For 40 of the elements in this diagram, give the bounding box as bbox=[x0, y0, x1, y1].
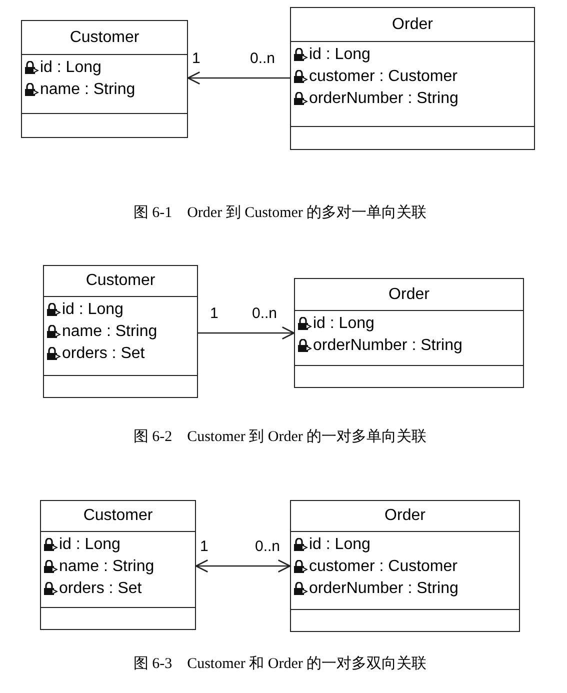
attribute-text: orderNumber : String bbox=[309, 580, 458, 598]
multiplicity-label: 0..n bbox=[255, 538, 280, 555]
class-box bbox=[21, 20, 188, 138]
figure-caption: 图 6-2 Customer 到 Order 的一对多单向关联 bbox=[133, 428, 427, 446]
attribute-text: orderNumber : String bbox=[313, 337, 462, 355]
attribute-text: id : Long bbox=[309, 536, 370, 554]
attribute-text: orders : Set bbox=[62, 345, 145, 363]
class-box bbox=[40, 500, 196, 630]
class-name: Order bbox=[384, 507, 426, 525]
attribute-text: name : String bbox=[59, 558, 154, 576]
attribute-text: id : Long bbox=[313, 315, 374, 333]
class-name: Customer bbox=[83, 507, 153, 525]
class-box bbox=[294, 278, 524, 388]
class-box bbox=[290, 500, 520, 632]
class-name: Customer bbox=[70, 28, 140, 46]
attribute-text: id : Long bbox=[62, 301, 124, 319]
class-name: Customer bbox=[86, 272, 156, 290]
attribute-text: name : String bbox=[62, 323, 158, 341]
attribute-text: id : Long bbox=[40, 59, 102, 77]
class-box bbox=[290, 7, 535, 150]
class-name: Order bbox=[392, 16, 433, 34]
multiplicity-label: 1 bbox=[192, 50, 200, 67]
attribute-text: customer : Customer bbox=[309, 68, 458, 86]
class-box bbox=[43, 265, 198, 398]
association-arrow bbox=[187, 71, 290, 85]
multiplicity-label: 1 bbox=[200, 538, 208, 555]
attribute-text: id : Long bbox=[309, 46, 370, 64]
association-arrow bbox=[198, 326, 295, 340]
association-arrow bbox=[195, 559, 291, 573]
figure-caption: 图 6-1 Order 到 Customer 的多对一单向关联 bbox=[133, 204, 427, 222]
attribute-text: id : Long bbox=[59, 536, 120, 554]
figure-caption: 图 6-3 Customer 和 Order 的一对多双向关联 bbox=[133, 654, 427, 673]
multiplicity-label: 1 bbox=[210, 305, 218, 322]
class-name: Order bbox=[388, 286, 430, 304]
attribute-text: orders : Set bbox=[59, 580, 142, 598]
multiplicity-label: 0..n bbox=[252, 305, 278, 322]
multiplicity-label: 0..n bbox=[250, 50, 276, 67]
attribute-text: orderNumber : String bbox=[309, 90, 458, 108]
attribute-text: name : String bbox=[40, 81, 136, 99]
attribute-text: customer : Customer bbox=[309, 558, 458, 576]
